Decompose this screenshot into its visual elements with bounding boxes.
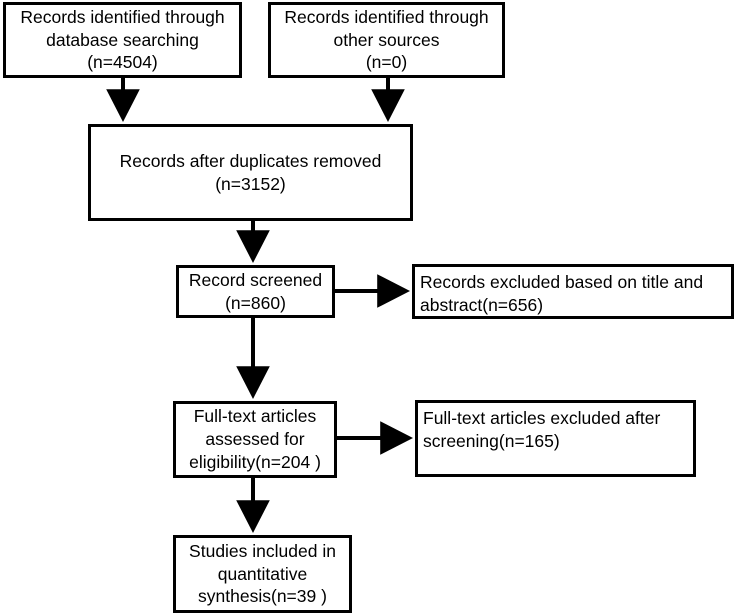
box-label: Record screened (n=860) [188, 269, 323, 313]
box-records-excluded-title-abstract: Records excluded based on title and abst… [412, 264, 734, 319]
box-records-identified-other-sources: Records identified through other sources… [268, 2, 505, 78]
box-fulltext-articles-excluded-after-screening: Full-text articles excluded after screen… [415, 400, 696, 477]
box-records-after-duplicates-removed: Records after duplicates removed (n=3152… [88, 124, 413, 221]
box-records-identified-database-searching: Records identified through database sear… [3, 2, 242, 78]
box-label: Full-text articles assessed for eligibil… [189, 406, 321, 472]
box-label: Full-text articles excluded after screen… [423, 408, 661, 451]
box-studies-included-quantitative-synthesis: Studies included in quantitative synthes… [173, 535, 352, 613]
box-fulltext-articles-assessed-eligibility: Full-text articles assessed for eligibil… [173, 401, 337, 478]
box-label: Records identified through database sear… [20, 6, 225, 73]
box-label: Records identified through other sources… [284, 6, 489, 73]
box-record-screened: Record screened (n=860) [176, 265, 335, 318]
box-label: Records excluded based on title and abst… [420, 272, 704, 315]
box-label: Studies included in quantitative synthes… [189, 540, 336, 607]
box-label: Records after duplicates removed (n=3152… [119, 150, 382, 194]
